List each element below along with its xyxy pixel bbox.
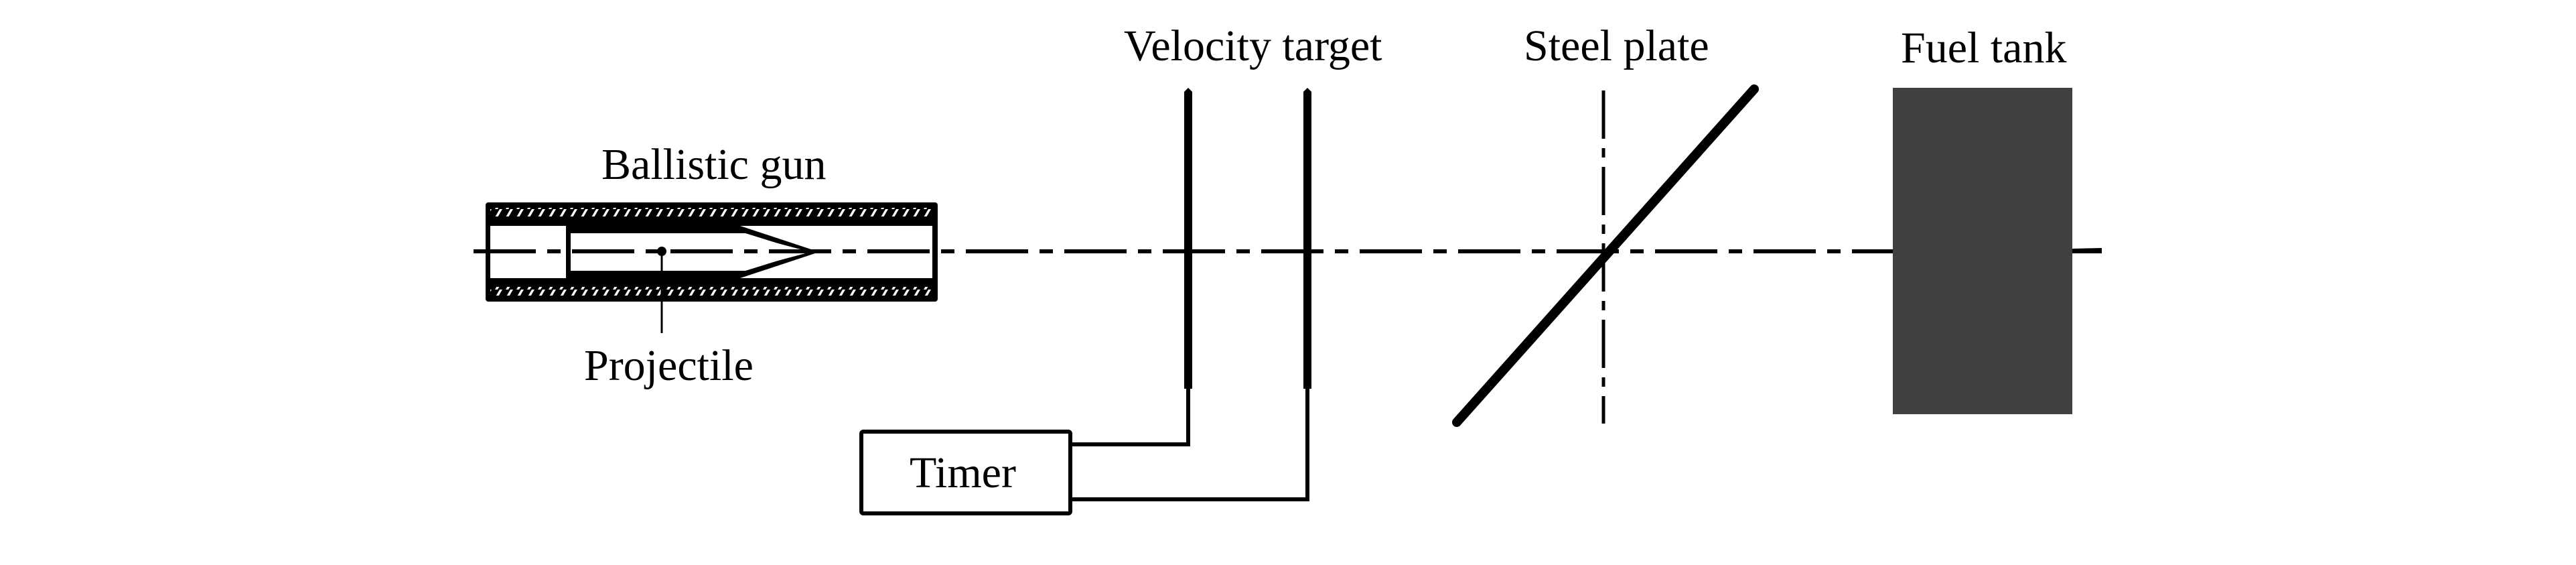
label-ballistic-gun: Ballistic gun (601, 140, 826, 189)
steel-plate (1452, 84, 1759, 427)
gun-hatch-bottom (490, 287, 932, 296)
label-timer: Timer (910, 448, 1016, 497)
label-velocity-target: Velocity target (1124, 21, 1382, 70)
velocity-target-1 (1184, 88, 1192, 444)
timer-box (859, 430, 1072, 515)
fuel-tank (1893, 88, 2072, 414)
wire-target-1-to-timer (1070, 442, 1190, 446)
wire-target-2-to-timer (1070, 497, 1309, 501)
steel-plate-body (1452, 84, 1759, 427)
gun-hatch-top (490, 208, 932, 216)
timer: Timer (859, 430, 1072, 515)
label-steel-plate: Steel plate (1524, 21, 1709, 70)
center-axis-line-exit (2072, 248, 2102, 253)
velocity-target-2 (1303, 88, 1311, 499)
label-fuel-tank: Fuel tank (1901, 23, 2066, 72)
label-projectile: Projectile (584, 341, 754, 390)
